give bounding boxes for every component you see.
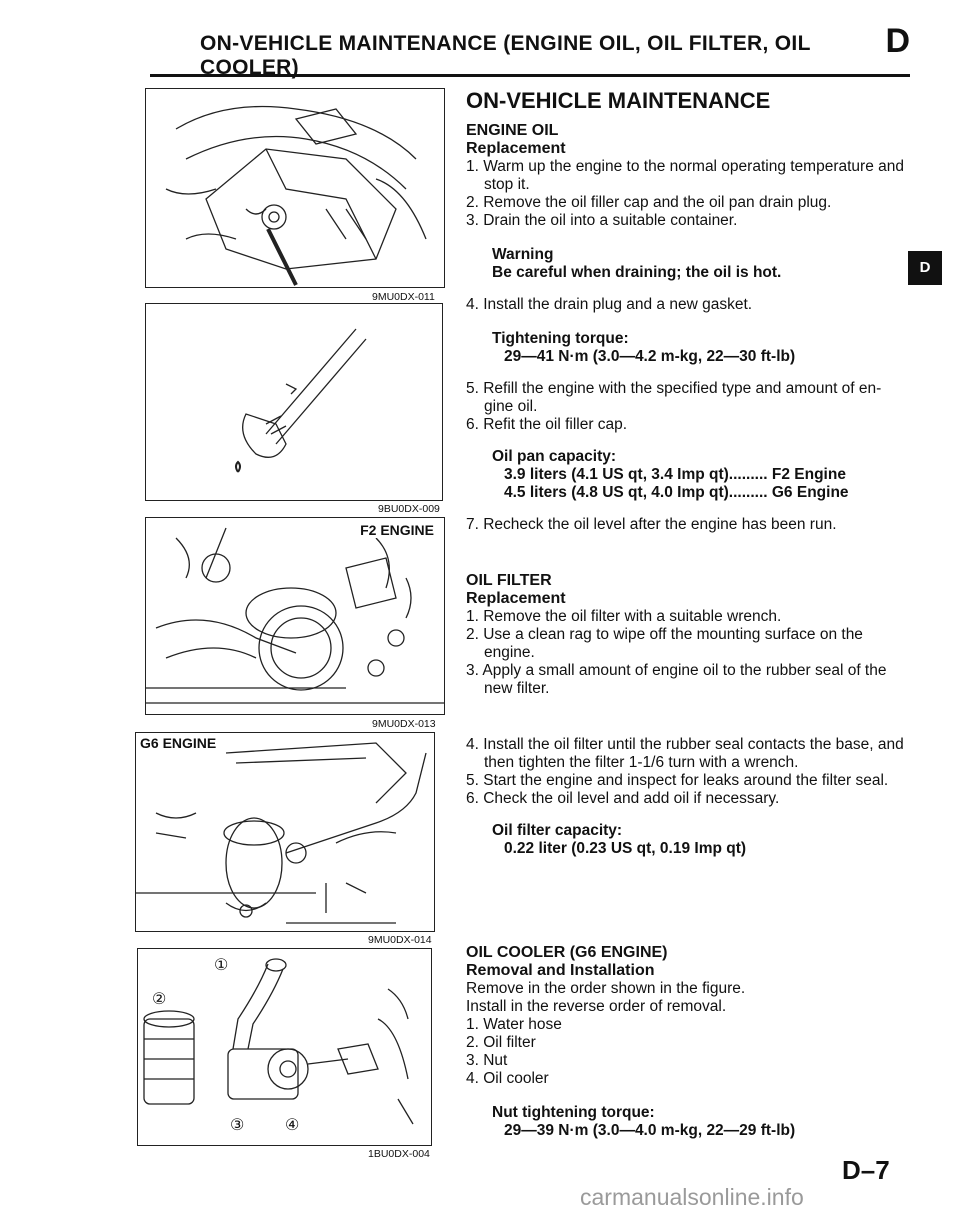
- intro-line: Remove in the order shown in the figure.: [466, 980, 746, 997]
- capacity-g6: 4.5 liters (4.8 US qt, 4.0 Imp qt)......…: [504, 484, 849, 501]
- callout-3: ③: [230, 1117, 245, 1134]
- list-item: 6. Refit the oil filler cap.: [466, 416, 628, 433]
- callout-4: ④: [285, 1117, 300, 1134]
- oil-filter-heading: OIL FILTER: [466, 572, 552, 589]
- filter-capacity: Oil filter capacity:0.22 liter (0.23 US …: [466, 822, 906, 858]
- section-tab: D: [908, 251, 942, 285]
- list-item: 6. Check the oil level and add oil if ne…: [466, 790, 780, 807]
- list-item: 7. Recheck the oil level after the engin…: [466, 516, 837, 533]
- callout-2: ②: [152, 991, 167, 1008]
- figure-code: 9BU0DX-009: [378, 503, 440, 515]
- list-item: 2. Use a clean rag to wipe off the mount…: [466, 626, 863, 661]
- capacity-block: Oil pan capacity:3.9 liters (4.1 US qt, …: [466, 448, 906, 502]
- oil-filter-section-a: OIL FILTER Replacement 1. Remove the oil…: [466, 572, 906, 698]
- list-item: 4. Install the drain plug and a new gask…: [466, 296, 753, 313]
- filter-capacity-value: 0.22 liter (0.23 US qt, 0.19 Imp qt): [504, 840, 747, 857]
- figure-g6-filter-removal: G6 ENGINE: [135, 732, 435, 932]
- header-title: ON-VEHICLE MAINTENANCE (ENGINE OIL, OIL …: [200, 32, 811, 79]
- figure-code: 9MU0DX-011: [372, 291, 435, 303]
- figure-code: 9MU0DX-014: [368, 934, 432, 946]
- oil-filter-subheading: Replacement: [466, 590, 566, 607]
- list-item: 1. Warm up the engine to the normal oper…: [466, 158, 904, 193]
- list-item: 4. Install the oil filter until the rubb…: [466, 736, 904, 771]
- list-item: 5. Start the engine and inspect for leak…: [466, 772, 889, 789]
- figure-oil-pan-drain: [145, 88, 445, 288]
- figure-f2-filter-removal: F2 ENGINE: [145, 517, 445, 715]
- figure-label: G6 ENGINE: [140, 735, 217, 751]
- list-item: 3. Nut: [466, 1052, 508, 1069]
- list-item: 1. Water hose: [466, 1016, 562, 1033]
- warning-title: Warning: [492, 246, 554, 263]
- figure-code: 1BU0DX-004: [368, 1148, 430, 1160]
- torque-title-text: Tightening torque:: [492, 330, 629, 347]
- list-item: 2. Oil filter: [466, 1034, 536, 1051]
- figure-dipstick: [145, 303, 443, 501]
- figure-code: 9MU0DX-013: [372, 718, 436, 730]
- page-number: D–7: [842, 1155, 890, 1185]
- list-item: 5. Refill the engine with the specified …: [466, 380, 882, 415]
- intro-line: Install in the reverse order of removal.: [466, 998, 727, 1015]
- watermark: carmanualsonline.info: [580, 1184, 804, 1210]
- header-rule: [150, 74, 910, 77]
- nut-torque-value: 29—39 N·m (3.0—4.0 m-kg, 22—29 ft-lb): [504, 1122, 796, 1139]
- page-header: ON-VEHICLE MAINTENANCE (ENGINE OIL, OIL …: [150, 18, 910, 79]
- capacity-title: Oil pan capacity:: [492, 448, 617, 465]
- torque-value: 29—41 N·m (3.0—4.2 m-kg, 22—30 ft-lb): [504, 348, 796, 365]
- torque-title: Tightening torque:29—41 N·m (3.0—4.2 m-k…: [466, 330, 906, 366]
- figure-label: F2 ENGINE: [360, 522, 434, 538]
- list-item: 3. Drain the oil into a suitable contain…: [466, 212, 738, 229]
- nut-torque-title: Nut tightening torque:: [492, 1104, 655, 1121]
- figure-oil-cooler-exploded: ① ② ③ ④: [137, 948, 432, 1146]
- list-item: 2. Remove the oil filler cap and the oil…: [466, 194, 832, 211]
- oil-cooler-section: OIL COOLER (G6 ENGINE) Removal and Insta…: [466, 944, 906, 1140]
- engine-oil-section: ON-VEHICLE MAINTENANCE ENGINE OIL Replac…: [466, 88, 906, 534]
- list-item: 3. Apply a small amount of engine oil to…: [466, 662, 887, 697]
- engine-oil-heading: ENGINE OIL: [466, 122, 559, 139]
- oil-filter-section-b: 4. Install the oil filter until the rubb…: [466, 736, 906, 858]
- oil-cooler-subheading: Removal and Installation: [466, 962, 655, 979]
- oil-cooler-heading: OIL COOLER (G6 ENGINE): [466, 944, 668, 961]
- capacity-f2: 3.9 liters (4.1 US qt, 3.4 Imp qt)......…: [504, 466, 846, 483]
- callout-1: ①: [214, 957, 229, 974]
- main-heading: ON-VEHICLE MAINTENANCE: [466, 88, 771, 113]
- section-letter: D: [885, 22, 910, 60]
- list-item: 1. Remove the oil filter with a suitable…: [466, 608, 782, 625]
- list-item: 4. Oil cooler: [466, 1070, 549, 1087]
- filter-capacity-title: Oil filter capacity:: [492, 822, 623, 839]
- nut-torque: Nut tightening torque:29—39 N·m (3.0—4.0…: [466, 1104, 906, 1140]
- warning-text: Be careful when draining; the oil is hot…: [492, 264, 782, 281]
- engine-oil-subheading: Replacement: [466, 140, 566, 157]
